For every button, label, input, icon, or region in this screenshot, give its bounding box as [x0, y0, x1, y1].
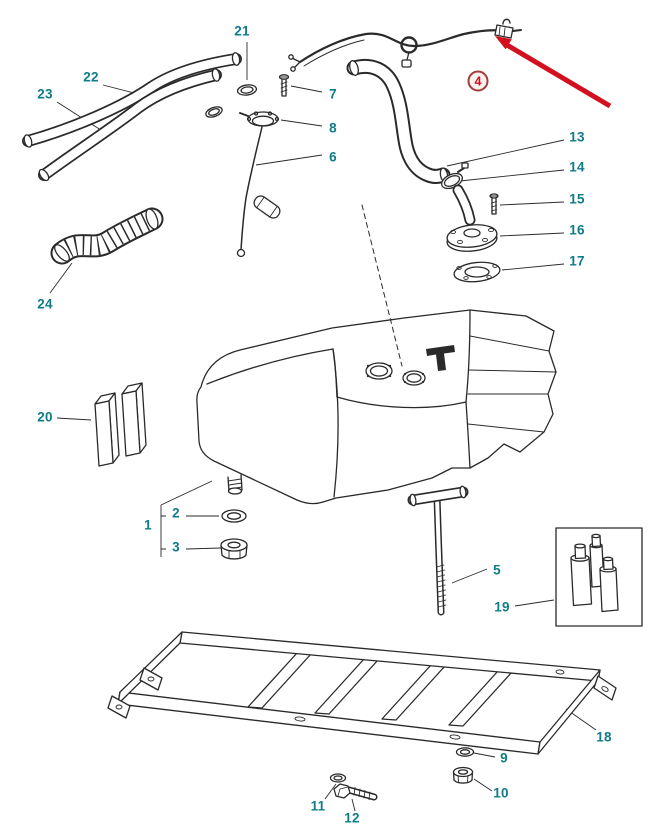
part-label-20: 20: [37, 409, 53, 425]
part-label-17: 17: [569, 253, 585, 269]
fuel-tank-drawing: [196, 309, 557, 505]
part-label-15: 15: [569, 191, 585, 207]
part-label-21: 21: [234, 23, 250, 39]
highlight-arrow: [495, 36, 612, 109]
washer-9-drawing: [455, 747, 475, 757]
bolt-12-drawing: [333, 783, 378, 801]
wiring-harness-4-drawing: [288, 18, 522, 72]
corrugated-hose-24-drawing: [50, 207, 164, 265]
sender-cap-8-drawing: [239, 111, 280, 127]
part-label-9: 9: [500, 750, 508, 766]
t-bolt-5-drawing: [407, 485, 469, 616]
part-label-22: 22: [83, 69, 99, 85]
part-label-10: 10: [493, 785, 509, 801]
washer-11-drawing: [329, 773, 347, 783]
part-label-1: 1: [144, 517, 152, 533]
part-label-13: 13: [569, 129, 585, 145]
part-label-12: 12: [344, 810, 360, 826]
drain-plug-3-drawing: [220, 538, 248, 560]
screw-15-drawing: [489, 193, 499, 215]
nut-10-drawing: [452, 766, 474, 784]
filler-flange-16-drawing: [446, 184, 498, 252]
part-label-6: 6: [329, 149, 337, 165]
seal-ring-21-drawing: [236, 84, 258, 96]
part-label-19: 19: [494, 599, 510, 615]
hose-22-drawing: [22, 52, 242, 148]
part-label-18: 18: [596, 729, 612, 745]
rubber-strips-20-drawing: [94, 382, 147, 467]
drain-washer-2-drawing: [221, 509, 247, 523]
float-arm-6-drawing: [236, 126, 281, 258]
filler-hose-13-drawing: [346, 58, 451, 184]
part-label-16: 16: [569, 222, 585, 238]
part-label-2: 2: [172, 505, 180, 521]
part-label-23: 23: [37, 86, 53, 102]
part-label-5: 5: [493, 562, 501, 578]
hose-23-drawing: [38, 68, 223, 182]
sender-screw-7-drawing: [278, 74, 290, 97]
part-label-24: 24: [37, 296, 53, 312]
sealant-kit-19-drawing: [555, 527, 643, 627]
part-label-11: 11: [310, 798, 326, 814]
support-frame-18-drawing: [107, 631, 617, 755]
gasket-17-drawing: [453, 261, 501, 283]
part-label-8: 8: [329, 120, 337, 136]
highlighted-part-label: 4: [467, 70, 489, 92]
part-label-7: 7: [329, 86, 337, 102]
part-label-14: 14: [569, 159, 585, 175]
part-label-3: 3: [172, 539, 180, 555]
construction-dashed-line: [361, 204, 403, 367]
